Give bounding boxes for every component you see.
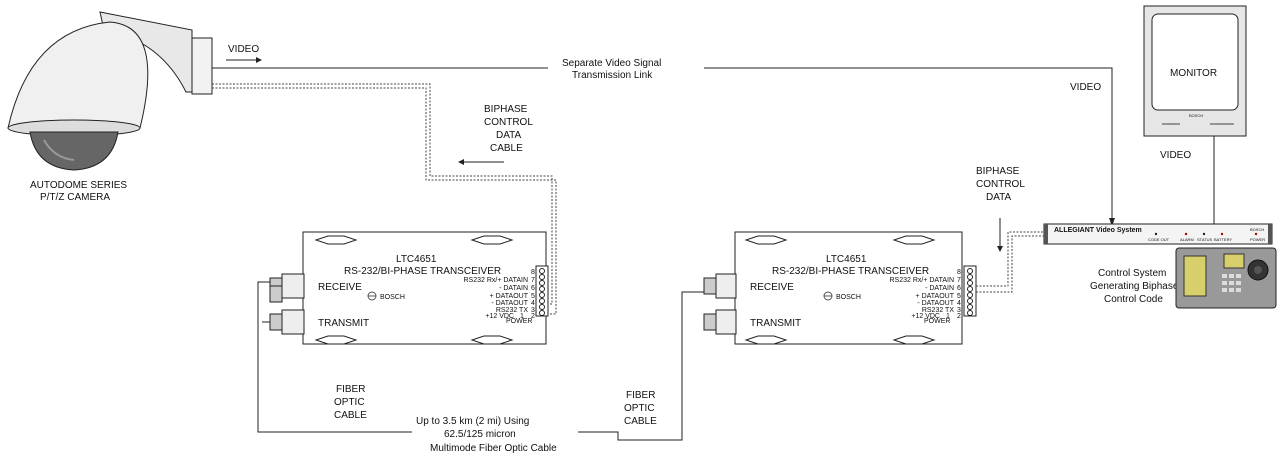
left-term-label-3: RS232 TX bbox=[496, 307, 528, 314]
camera-name-line2: P/T/Z CAMERA bbox=[40, 192, 110, 203]
fiber-left-line1: FIBER bbox=[336, 384, 365, 395]
fiber-cable-left bbox=[257, 281, 704, 441]
right-term-label-4: - DATAOUT bbox=[917, 300, 954, 307]
bosch-logo-icon bbox=[823, 291, 833, 301]
right-transceiver bbox=[703, 231, 977, 345]
fiber-right-line3: CABLE bbox=[624, 416, 657, 427]
right-terminal-labels: 8 RS232 Rx/+ DATAIN 7 - DATAIN 6 + DATAO… bbox=[889, 269, 961, 320]
left-term-label-4: - DATAOUT bbox=[491, 300, 528, 307]
allegiant-unit bbox=[1043, 223, 1273, 245]
left-terminal-screws bbox=[539, 268, 545, 316]
left-term-label-1: +12 VDC bbox=[485, 313, 514, 320]
left-transceiver-model: LTC4651 bbox=[396, 254, 437, 265]
biphase-left-arrow-icon bbox=[458, 159, 504, 165]
video-link-line bbox=[212, 67, 1113, 224]
left-bosch-brand: BOSCH bbox=[380, 294, 405, 301]
allegiant-name: ALLEGIANT Video System bbox=[1054, 227, 1142, 234]
biphase-down-arrow-icon bbox=[997, 218, 1003, 252]
left-term-label-6: - DATAIN bbox=[499, 285, 528, 292]
right-power-label: POWER bbox=[924, 318, 950, 325]
biphase-cable-line1: BIPHASE bbox=[484, 104, 528, 115]
autodome-camera bbox=[7, 11, 213, 171]
right-transmit-label: TRANSMIT bbox=[750, 318, 801, 329]
fiber-span-line3: Multimode Fiber Optic Cable bbox=[430, 443, 557, 454]
keypad-buttons-icon bbox=[1222, 274, 1241, 292]
led-code-out: CODE OUT bbox=[1148, 237, 1170, 242]
left-terminal-labels: 8 RS232 Rx/+ DATAIN 7 - DATAIN 6 + DATAO… bbox=[463, 269, 535, 320]
biphase-data-line2: CONTROL bbox=[976, 179, 1025, 190]
monitor bbox=[1143, 5, 1247, 137]
camera-name-line1: AUTODOME SERIES bbox=[30, 180, 127, 191]
left-power-label: POWER bbox=[506, 318, 532, 325]
left-receive-label: RECEIVE bbox=[318, 282, 362, 293]
right-term-num-3: 3 bbox=[957, 307, 961, 314]
right-term-num-8: 8 bbox=[957, 269, 961, 276]
right-term-num-4: 4 bbox=[957, 300, 961, 307]
biphase-cable-line3: DATA bbox=[496, 130, 522, 141]
monitor-brand: BOSCH bbox=[1189, 113, 1203, 118]
right-transceiver-model: LTC4651 bbox=[826, 254, 867, 265]
right-term-label-3: RS232 TX bbox=[922, 307, 954, 314]
left-term-label-5: + DATAOUT bbox=[490, 293, 529, 300]
right-bosch-brand: BOSCH bbox=[836, 294, 861, 301]
left-transceiver-title: RS-232/BI-PHASE TRANSCEIVER bbox=[344, 266, 501, 277]
allegiant-leds: CODE OUT ALARM STATUS BATTERY POWER bbox=[1148, 232, 1265, 242]
left-term-label-7: RS232 Rx/+ DATAIN bbox=[463, 277, 528, 284]
led-power: POWER bbox=[1250, 237, 1265, 242]
video-right-top-label: VIDEO bbox=[1070, 82, 1101, 93]
biphase-cable-line4: CABLE bbox=[490, 143, 523, 154]
left-term-num-8: 8 bbox=[531, 269, 535, 276]
right-terminal-screws bbox=[967, 268, 973, 316]
fiber-right-line2: OPTIC bbox=[624, 403, 655, 414]
fiber-left-line2: OPTIC bbox=[334, 397, 365, 408]
biphase-cable-left bbox=[212, 83, 553, 305]
camera-video-label: VIDEO bbox=[228, 44, 259, 55]
left-term-num-3: 3 bbox=[531, 307, 535, 314]
led-battery: BATTERY bbox=[1214, 237, 1232, 242]
biphase-data-line3: DATA bbox=[986, 192, 1012, 203]
left-term-num-2: 2 bbox=[531, 313, 535, 320]
right-transceiver-title: RS-232/BI-PHASE TRANSCEIVER bbox=[772, 266, 929, 277]
bosch-logo-icon bbox=[367, 291, 377, 301]
left-transmit-label: TRANSMIT bbox=[318, 318, 369, 329]
fiber-span-line1: Up to 3.5 km (2 mi) Using bbox=[416, 416, 529, 427]
control-system-line2: Generating Biphase bbox=[1090, 281, 1179, 292]
control-system-line1: Control System bbox=[1098, 268, 1166, 279]
fiber-span-line2: 62.5/125 micron bbox=[444, 429, 516, 440]
right-term-num-1: 1 bbox=[946, 313, 950, 320]
allegiant-brand: BOSCH bbox=[1250, 227, 1264, 232]
right-term-label-5: + DATAOUT bbox=[916, 293, 955, 300]
left-term-num-1: 1 bbox=[520, 313, 524, 320]
left-transceiver bbox=[269, 231, 549, 345]
right-term-label-7: RS232 Rx/+ DATAIN bbox=[889, 277, 954, 284]
fiber-right-line1: FIBER bbox=[626, 390, 655, 401]
right-term-label-1: +12 VDC bbox=[911, 313, 940, 320]
right-receive-label: RECEIVE bbox=[750, 282, 794, 293]
video-right-mid-label: VIDEO bbox=[1160, 150, 1191, 161]
right-term-num-2: 2 bbox=[957, 313, 961, 320]
biphase-cable-right bbox=[976, 231, 1044, 287]
right-term-label-6: - DATAIN bbox=[925, 285, 954, 292]
left-term-num-5: 5 bbox=[531, 293, 535, 300]
led-status: STATUS bbox=[1197, 237, 1213, 242]
left-term-num-4: 4 bbox=[531, 300, 535, 307]
monitor-label: MONITOR bbox=[1170, 68, 1217, 79]
biphase-data-line1: BIPHASE bbox=[976, 166, 1020, 177]
right-term-num-5: 5 bbox=[957, 293, 961, 300]
video-arrow-icon bbox=[226, 57, 262, 63]
left-term-num-7: 7 bbox=[531, 277, 535, 284]
biphase-cable-line2: CONTROL bbox=[484, 117, 533, 128]
right-term-num-7: 7 bbox=[957, 277, 961, 284]
right-term-num-6: 6 bbox=[957, 285, 961, 292]
video-link-line1: Separate Video Signal bbox=[562, 58, 661, 69]
control-system-line3: Control Code bbox=[1104, 294, 1163, 305]
left-term-num-6: 6 bbox=[531, 285, 535, 292]
video-link-line2: Transmission Link bbox=[572, 70, 653, 81]
led-alarm: ALARM bbox=[1180, 237, 1194, 242]
fiber-left-line3: CABLE bbox=[334, 410, 367, 421]
